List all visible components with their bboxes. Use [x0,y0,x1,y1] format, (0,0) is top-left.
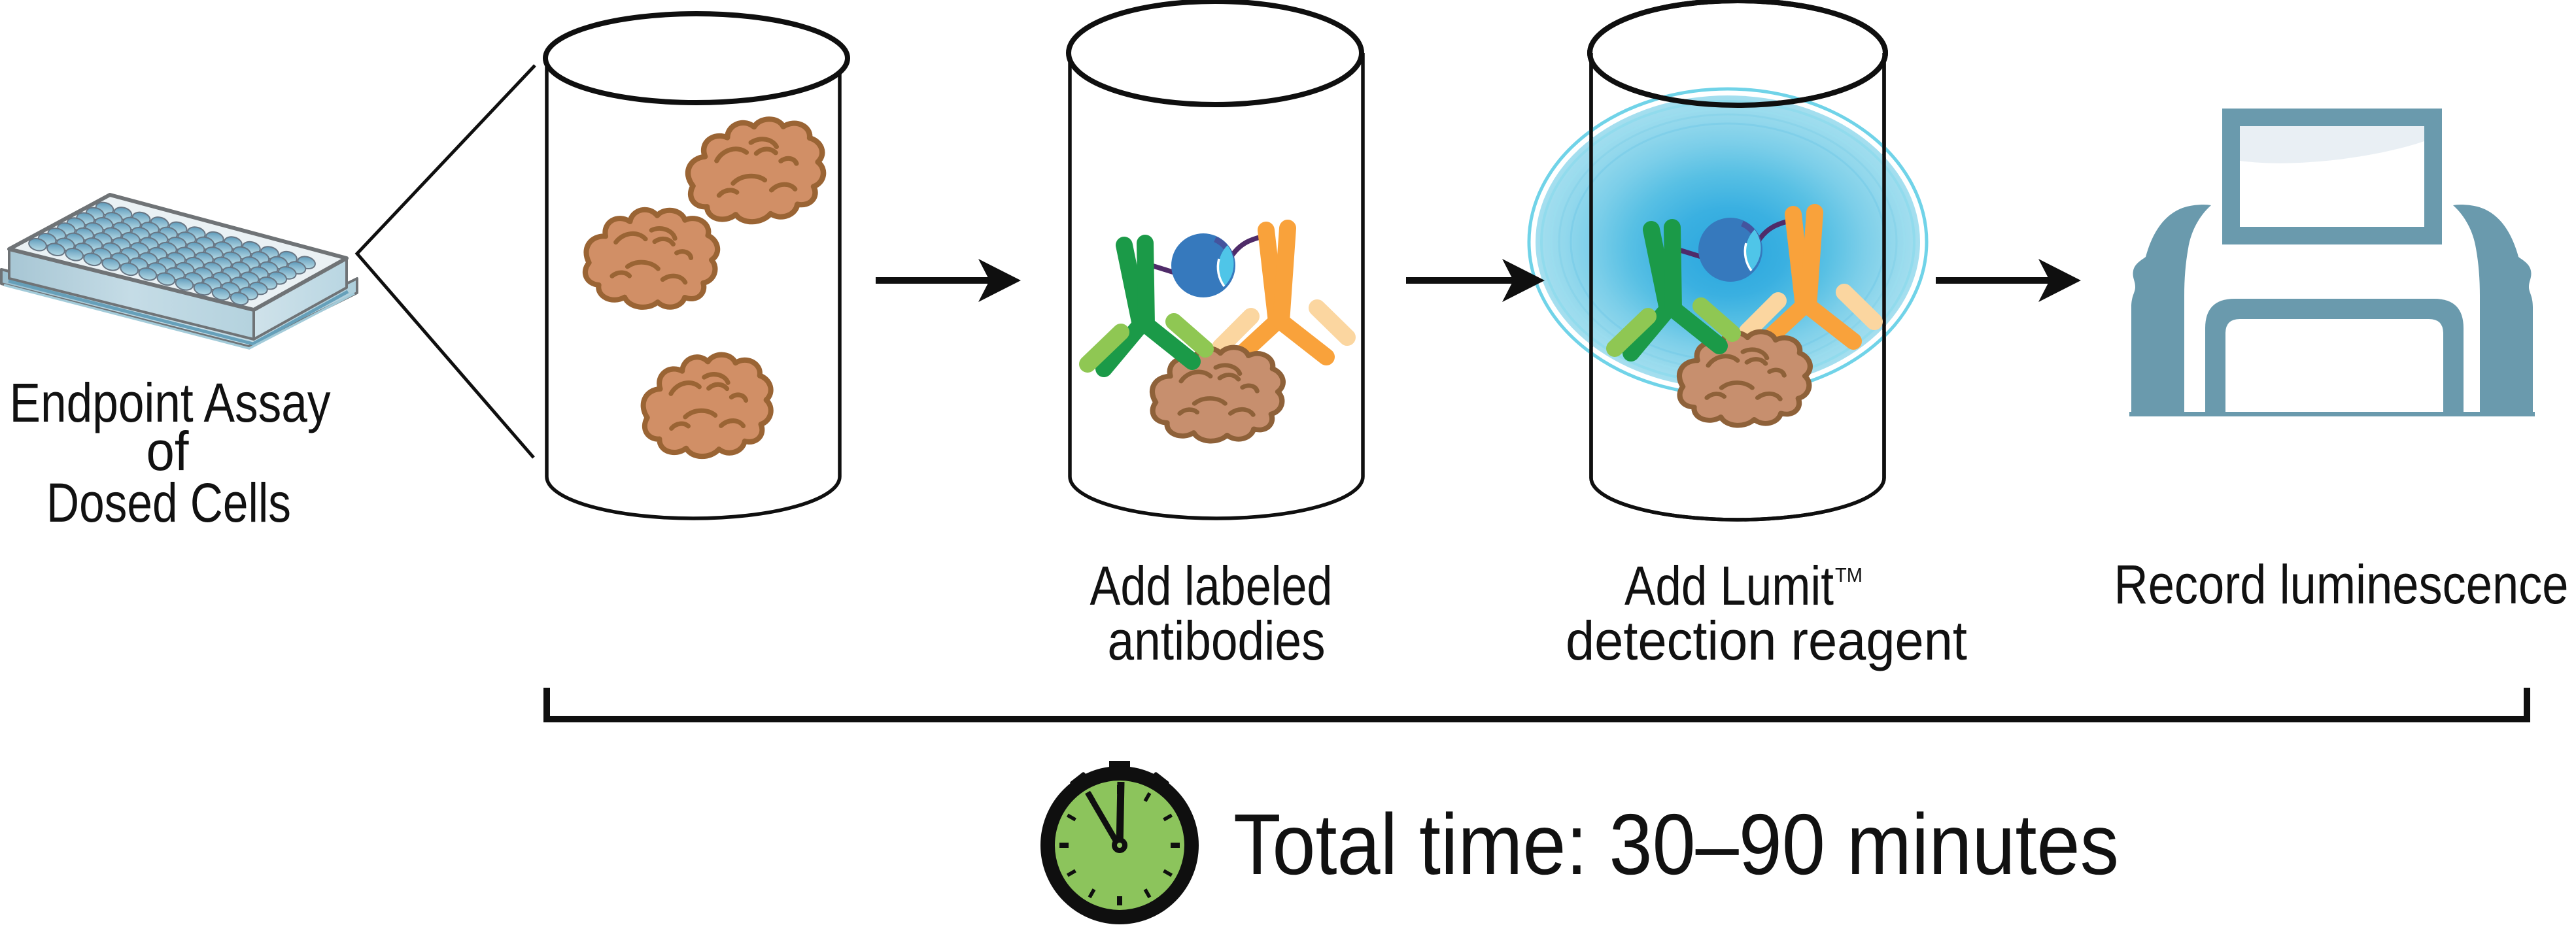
svg-text:Add labeled: Add labeled [1090,555,1333,616]
svg-text:Endpoint Assay: Endpoint Assay [10,372,331,433]
svg-text:TM: TM [1835,563,1863,586]
svg-text:antibodies: antibodies [1108,610,1326,671]
svg-text:Total time: 30–90 minutes: Total time: 30–90 minutes [1233,796,2119,892]
svg-text:Dosed Cells: Dosed Cells [46,472,291,533]
svg-text:Record luminescence: Record luminescence [2114,554,2569,615]
svg-text:detection reagent: detection reagent [1566,610,1967,671]
svg-text:Add Lumit: Add Lumit [1624,555,1834,616]
svg-text:of: of [146,420,190,482]
